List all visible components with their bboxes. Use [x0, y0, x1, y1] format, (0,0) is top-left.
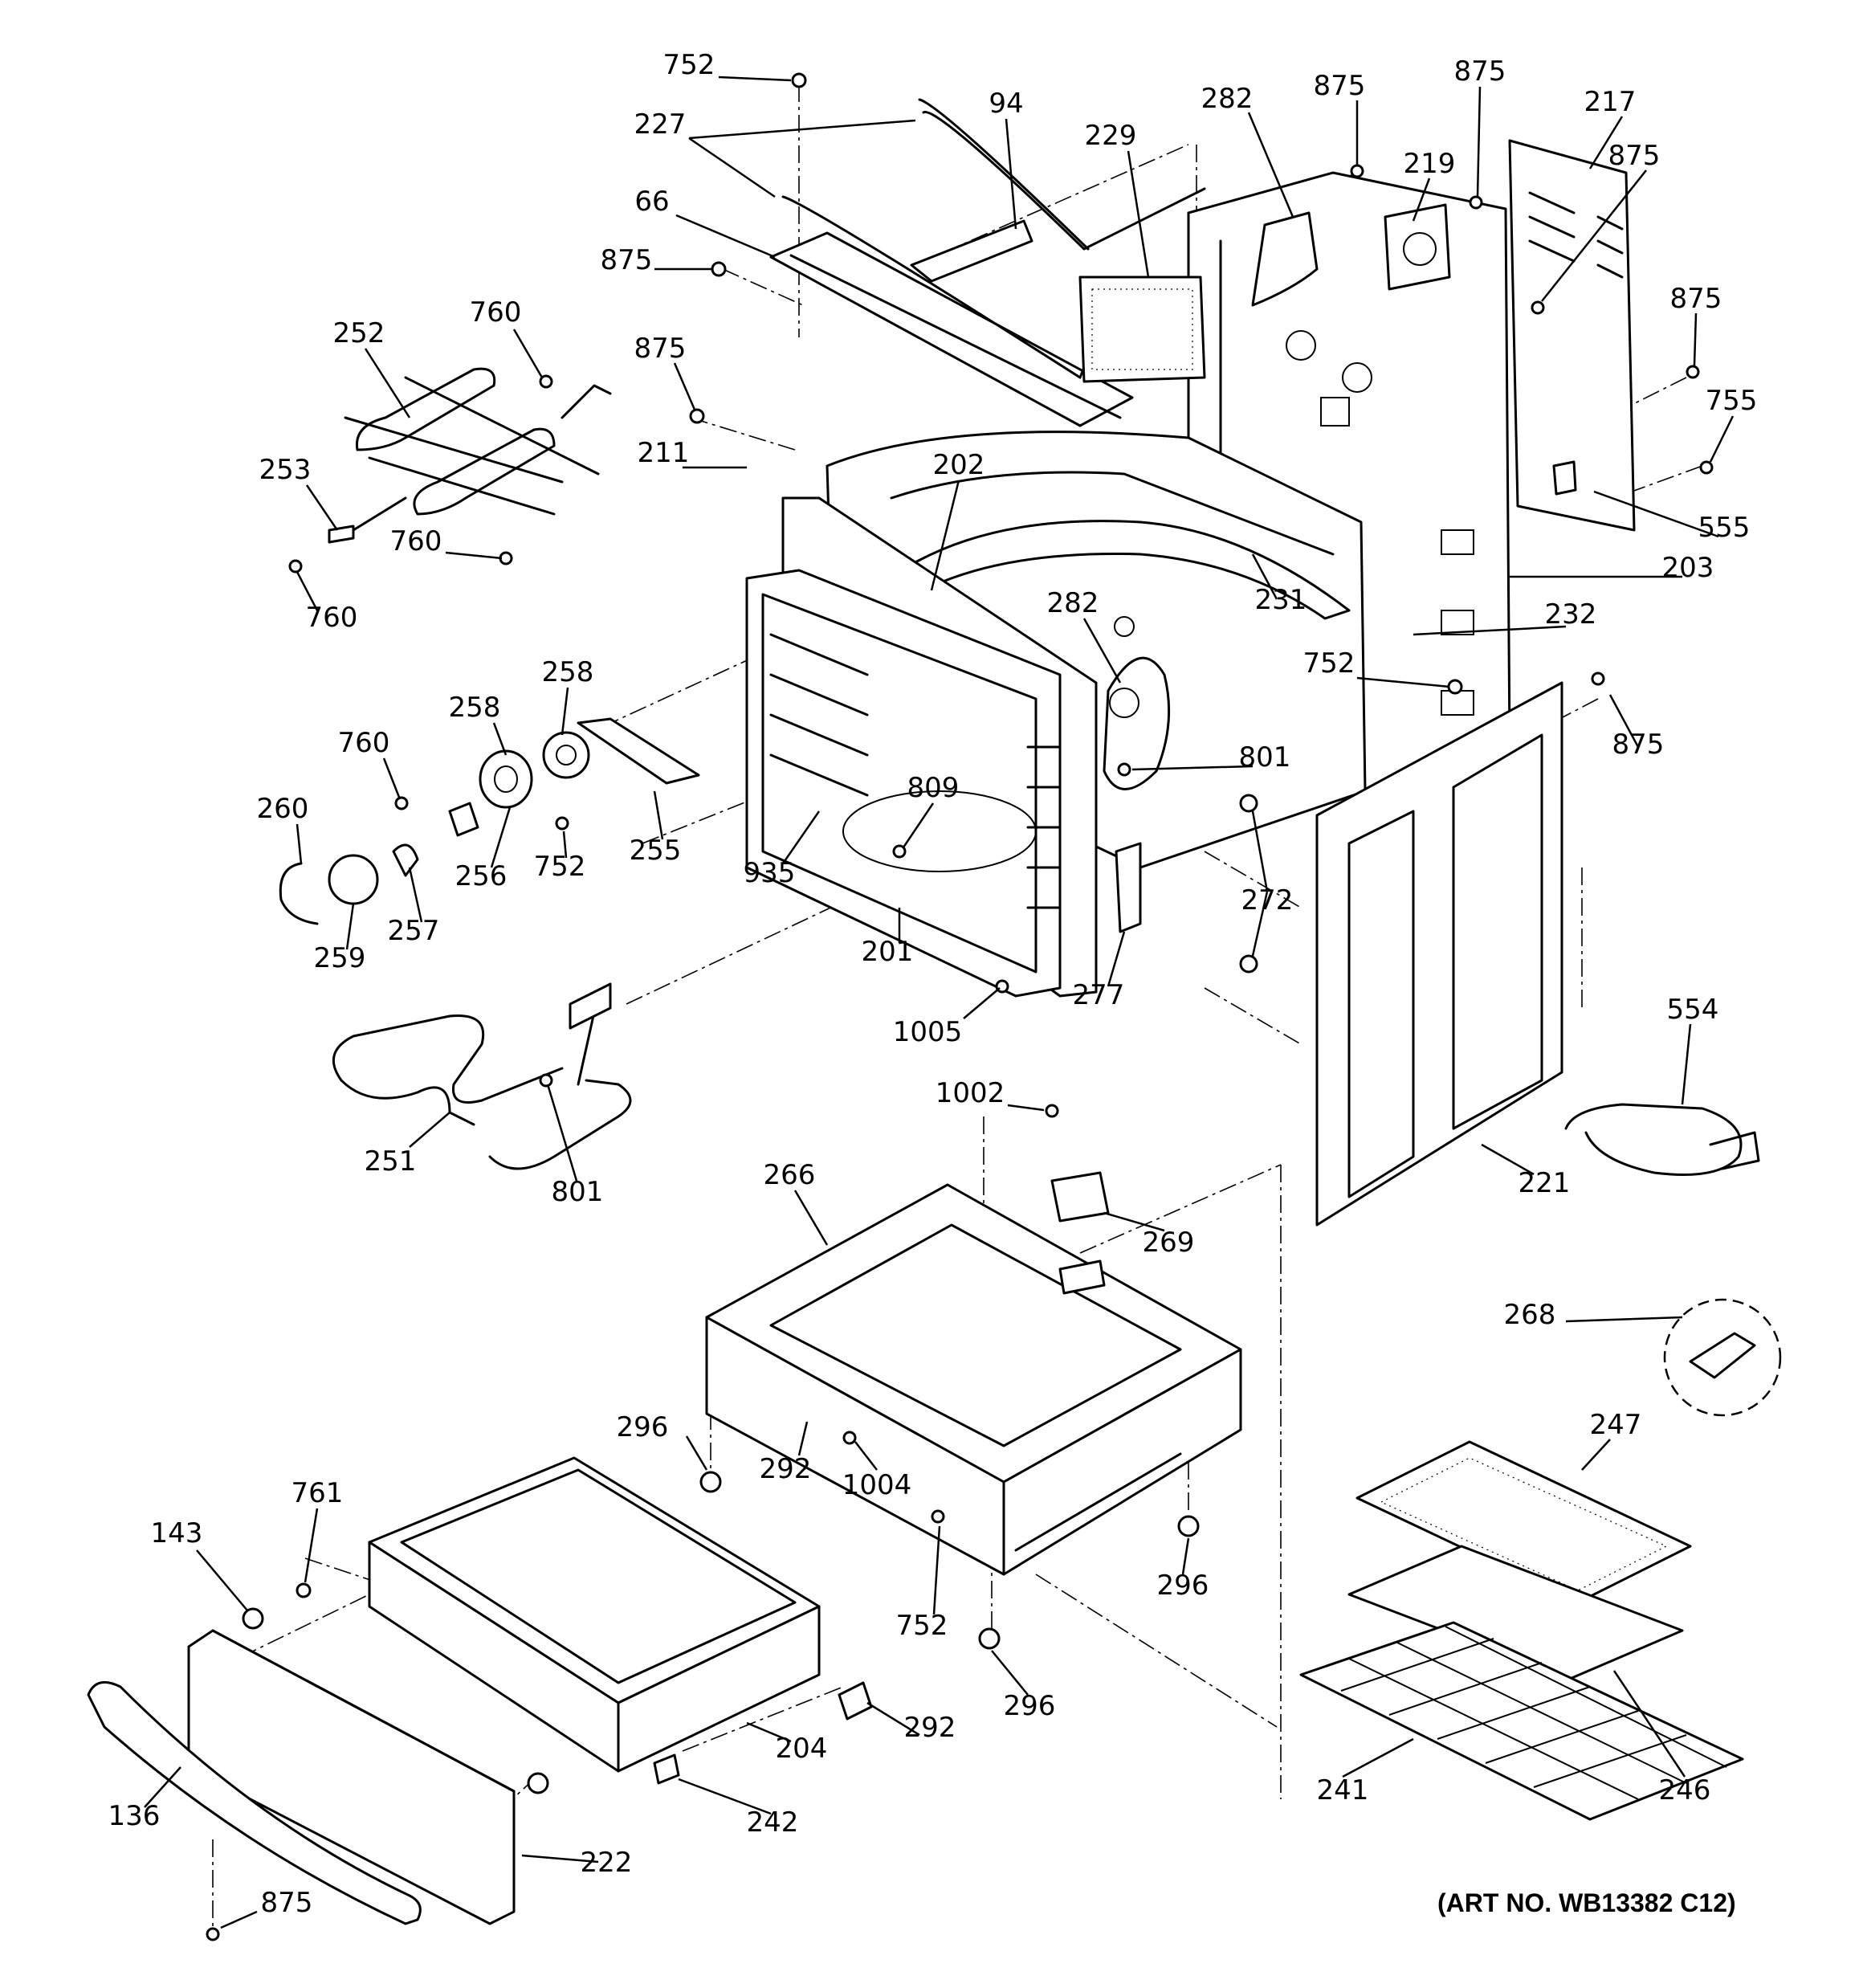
callout-c269: 269 [1143, 1227, 1195, 1259]
callout-c752c: 752 [534, 851, 586, 883]
callout-c760b: 760 [390, 525, 442, 557]
callout-c256: 256 [455, 860, 508, 892]
callout-c296b: 296 [1157, 1570, 1209, 1602]
callout-c201: 201 [862, 936, 914, 968]
callout-c253: 253 [259, 454, 312, 486]
callout-c875e: 875 [634, 333, 687, 365]
callout-c222: 222 [581, 1847, 633, 1879]
power-cord [1564, 1103, 1782, 1417]
callout-c255: 255 [630, 835, 682, 867]
callout-c242: 242 [747, 1806, 799, 1839]
callout-c227: 227 [634, 108, 687, 141]
callout-c282a: 282 [1201, 83, 1254, 115]
callout-c752d: 752 [896, 1610, 948, 1642]
callout-c268: 268 [1504, 1299, 1556, 1331]
callout-c292a: 292 [760, 1453, 812, 1485]
callout-c875f: 875 [1670, 283, 1722, 315]
callout-c296a: 296 [617, 1411, 669, 1443]
callout-c875g: 875 [1612, 729, 1665, 761]
callout-c229: 229 [1085, 120, 1137, 152]
callout-c203: 203 [1662, 552, 1714, 584]
side-panel [1239, 681, 1563, 1227]
bake-element [332, 982, 632, 1170]
callout-c251: 251 [365, 1145, 417, 1178]
callout-c761: 761 [291, 1477, 344, 1509]
callout-c260: 260 [257, 793, 309, 825]
callout-c755: 755 [1706, 385, 1758, 417]
callout-c760d: 760 [338, 727, 390, 759]
callout-c136: 136 [108, 1800, 161, 1832]
callout-c875h: 875 [261, 1887, 313, 1919]
callout-c247: 247 [1590, 1409, 1642, 1441]
callout-c875d: 875 [601, 244, 653, 276]
callout-c760a: 760 [470, 296, 522, 329]
top-frame-rail [769, 98, 1206, 427]
callout-c258b: 258 [449, 692, 501, 724]
storage-drawer [87, 1456, 873, 1925]
oven-cavity [745, 431, 1367, 998]
callout-c1004: 1004 [842, 1469, 912, 1501]
callout-c801b: 801 [552, 1176, 604, 1208]
callout-c292b: 292 [904, 1712, 956, 1744]
callout-labels: 752 227 94 282 875 875 217 875 229 219 66 875 875 875… [108, 49, 1758, 1919]
callout-c760c: 760 [306, 602, 358, 634]
callout-c66: 66 [634, 186, 669, 218]
callout-c1002: 1002 [936, 1077, 1005, 1109]
callout-c801a: 801 [1239, 741, 1291, 774]
callout-c259: 259 [314, 942, 366, 974]
callout-c935: 935 [744, 857, 796, 889]
callout-c219: 219 [1404, 148, 1456, 180]
callout-c875a: 875 [1314, 70, 1366, 102]
callout-c272: 272 [1241, 884, 1294, 916]
callout-c875b: 875 [1454, 55, 1506, 88]
fan-assembly [279, 717, 700, 925]
callout-c252: 252 [333, 317, 385, 349]
callout-c809: 809 [907, 772, 960, 804]
callout-c246: 246 [1659, 1774, 1711, 1806]
callout-c217: 217 [1584, 86, 1637, 118]
callout-c282b: 282 [1047, 587, 1099, 619]
callout-c258a: 258 [542, 656, 594, 688]
callout-c277: 277 [1073, 979, 1125, 1011]
callout-c221: 221 [1519, 1167, 1571, 1199]
fasteners [206, 72, 1714, 1941]
callout-c143: 143 [151, 1517, 203, 1549]
art-number: (ART NO. WB13382 C12) [1437, 1888, 1736, 1917]
callout-c232: 232 [1545, 598, 1597, 631]
callout-c94: 94 [989, 88, 1023, 120]
drawer-support [705, 1171, 1242, 1576]
callout-c752b: 752 [1303, 647, 1355, 680]
callout-c241: 241 [1317, 1774, 1369, 1806]
callout-c752a: 752 [663, 49, 715, 81]
callout-c211: 211 [638, 437, 690, 469]
callout-c266: 266 [764, 1159, 816, 1191]
callout-c554: 554 [1667, 994, 1719, 1026]
callout-c202: 202 [933, 449, 985, 481]
broiler-pan-and-rack [1299, 1440, 1744, 1821]
callout-c204: 204 [776, 1733, 828, 1765]
callout-c257: 257 [388, 915, 440, 947]
callout-c296c: 296 [1004, 1690, 1056, 1722]
callout-c231: 231 [1255, 584, 1307, 616]
callout-c875c: 875 [1608, 140, 1661, 172]
callout-c1005: 1005 [893, 1016, 963, 1048]
broil-element [328, 367, 612, 544]
callout-c555: 555 [1698, 512, 1751, 544]
leader-lines [144, 76, 1735, 1929]
